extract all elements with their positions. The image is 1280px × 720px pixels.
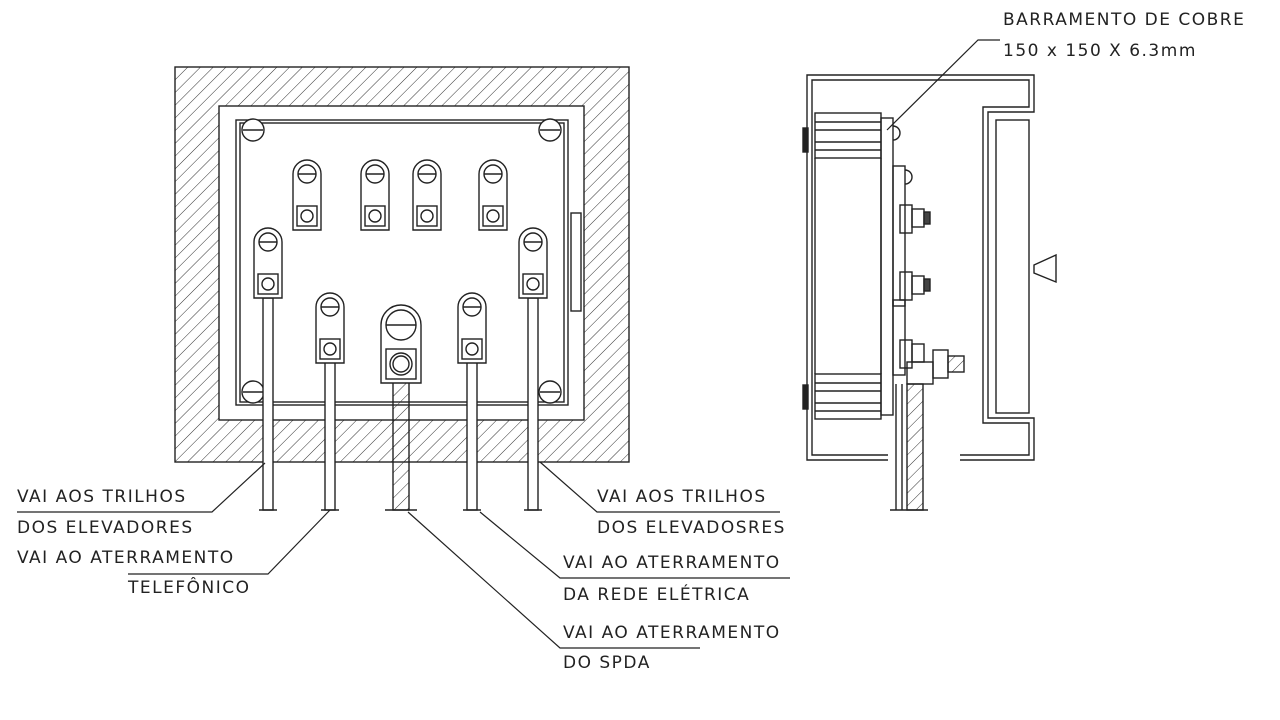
lug-bolt-icon <box>261 277 275 291</box>
spda-ground-label-2: DO SPDA <box>563 653 651 673</box>
ground-cable <box>527 297 539 511</box>
lug-bolt-icon <box>465 342 479 356</box>
lug-bolt-icon <box>526 277 540 291</box>
left-rails-label-1: VAI AOS TRILHOS <box>17 487 187 507</box>
terminal-lug <box>253 227 283 299</box>
lug-bolt-icon <box>300 209 314 223</box>
lug-bolt-icon <box>486 209 500 223</box>
right-rails-label-1: VAI AOS TRILHOS <box>597 487 767 507</box>
lug-nut <box>319 338 341 360</box>
lug-bolt-icon <box>368 209 382 223</box>
terminal-lug <box>478 159 508 231</box>
terminal-lug <box>380 304 422 384</box>
ground-cable <box>466 361 478 511</box>
door-hinge <box>570 212 582 312</box>
terminal-lug <box>315 292 345 364</box>
lug-nut <box>482 205 504 227</box>
left-rails-label-2: DOS ELEVADORES <box>17 518 194 538</box>
busbar-title-label: BARRAMENTO DE COBRE <box>1003 10 1246 30</box>
lug-nut <box>257 273 279 295</box>
busbar-dims-label: 150 x 150 X 6.3mm <box>1003 41 1197 61</box>
lug-nut <box>296 205 318 227</box>
side-view <box>802 74 1057 511</box>
power-ground-label-1: VAI AO ATERRAMENTO <box>563 553 781 573</box>
lug-nut <box>385 348 417 380</box>
front-view <box>174 66 630 511</box>
side-cable <box>906 383 924 511</box>
lug-bolt-icon <box>420 209 434 223</box>
lug-nut <box>364 205 386 227</box>
leader-lines <box>17 39 1000 649</box>
lug-bolt-inner <box>392 355 410 373</box>
terminal-lug <box>518 227 548 299</box>
lug-bolt-icon <box>323 342 337 356</box>
ground-cable <box>262 297 274 511</box>
side-busbar <box>880 117 894 416</box>
phone-ground-label-1: VAI AO ATERRAMENTO <box>17 548 235 568</box>
right-rails-label-2: DOS ELEVADOSRES <box>597 518 786 538</box>
terminal-lug <box>292 159 322 231</box>
terminal-lug <box>412 159 442 231</box>
spda-ground-label-1: VAI AO ATERRAMENTO <box>563 623 781 643</box>
door-panel <box>995 119 1030 414</box>
lug-nut <box>416 205 438 227</box>
lug-nut <box>461 338 483 360</box>
door-handle <box>1033 253 1057 284</box>
power-ground-label-2: DA REDE ELÉTRICA <box>563 585 751 605</box>
ground-cable <box>324 361 336 511</box>
terminal-lug <box>457 292 487 364</box>
terminal-lug <box>360 159 390 231</box>
spda-cable <box>392 379 410 511</box>
lug-bolt-icon <box>389 352 413 376</box>
lug-nut <box>522 273 544 295</box>
phone-ground-label-2: TELEFÔNICO <box>128 578 251 598</box>
